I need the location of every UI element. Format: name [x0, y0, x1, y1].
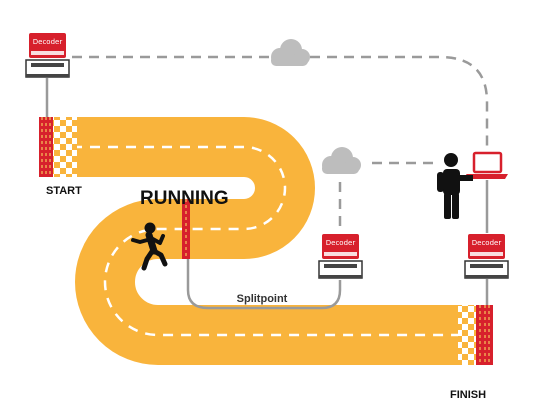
finish-label: FINISH [450, 389, 486, 401]
splitpoint-label: Splitpoint [237, 293, 288, 305]
start-checker [53, 117, 77, 177]
running-track [42, 117, 493, 365]
decoder-label: Decoder [326, 239, 356, 247]
decoder-laptop-icon: Decoder [25, 33, 70, 78]
decoder-label: Decoder [472, 239, 502, 247]
running-label: RUNNING [140, 188, 229, 209]
person-icon [437, 153, 473, 219]
start-mat [39, 117, 77, 177]
splitpoint-mat [182, 199, 190, 259]
splitpoint-cable [186, 259, 342, 310]
connections [45, 55, 489, 310]
finish-mat [458, 305, 493, 365]
decoder-laptop-icon: Decoder [464, 234, 509, 279]
runner-icon [131, 222, 168, 271]
cloud-icon [271, 39, 310, 66]
cloud-icon [322, 147, 361, 174]
start-label: START [46, 185, 82, 197]
track-lane-dashes [72, 145, 462, 337]
decoder-laptop-icon: Decoder [318, 234, 363, 279]
finish-checker [458, 305, 476, 365]
laptop-icon [466, 151, 508, 179]
decoder-label: Decoder [33, 38, 63, 46]
